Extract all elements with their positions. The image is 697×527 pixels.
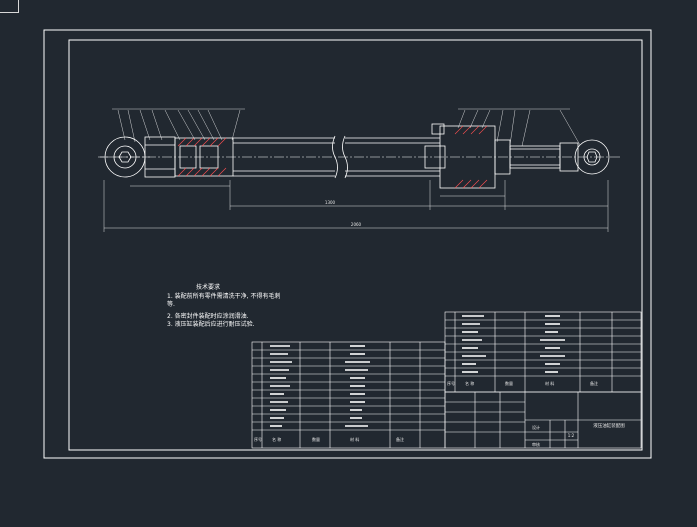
upper-bom-table	[444, 311, 642, 393]
tech-line-2: 等.	[167, 301, 175, 308]
bom-header-name: 名 称	[272, 436, 281, 442]
bom-header-material: 材 料	[350, 436, 359, 442]
bom-header-remark: 备注	[396, 436, 404, 442]
piston-hatch	[177, 137, 227, 177]
upper-bom-entries	[462, 315, 565, 373]
tech-line-1: 1. 装配前所有零件需清洗干净, 不得有毛刺	[167, 293, 281, 300]
upper-bom-header-seq: 序号	[447, 380, 455, 386]
title-block	[444, 391, 642, 449]
cylinder-assembly	[98, 123, 620, 189]
designer-label: 设计	[532, 424, 540, 430]
rod-end-fitting	[559, 142, 579, 172]
bom-header-seq: 序号	[254, 436, 262, 442]
drawing-scale: 1:2	[568, 433, 575, 438]
lower-bom-header: 序号 名 称 数量 材 料 备注	[254, 436, 404, 442]
upper-bom-header-name: 名 称	[465, 380, 474, 386]
right-clevis-eye	[574, 139, 610, 175]
upper-bom-header: 序号 名 称 数量 材 料 备注	[447, 380, 598, 386]
bom-header-qty: 数量	[312, 436, 320, 442]
dim-stroke-label: 1300	[325, 200, 336, 205]
inner-frame	[68, 39, 643, 451]
part-leaders	[112, 108, 581, 147]
tech-line-3: 2. 各密封件装配时应涂润滑油.	[167, 313, 249, 320]
checker-label: 审核	[532, 441, 540, 447]
upper-bom-header-qty: 数量	[505, 380, 513, 386]
upper-bom-header-remark: 备注	[590, 380, 598, 386]
drawing-title: 液压油缸装配图	[593, 422, 625, 429]
lower-bom-entries	[270, 345, 370, 427]
tech-heading: 技术要求	[196, 284, 221, 291]
gland-hatch	[454, 125, 488, 189]
dimension-lines	[103, 180, 609, 232]
tech-line-4: 3. 液压缸装配后应进行耐压试验.	[167, 321, 255, 328]
viewport-corner-mark	[0, 0, 19, 13]
lower-bom-table	[251, 341, 446, 449]
outer-frame	[43, 29, 652, 459]
dim-overall-label: 2060	[351, 222, 362, 227]
upper-bom-header-material: 材 料	[545, 380, 554, 386]
